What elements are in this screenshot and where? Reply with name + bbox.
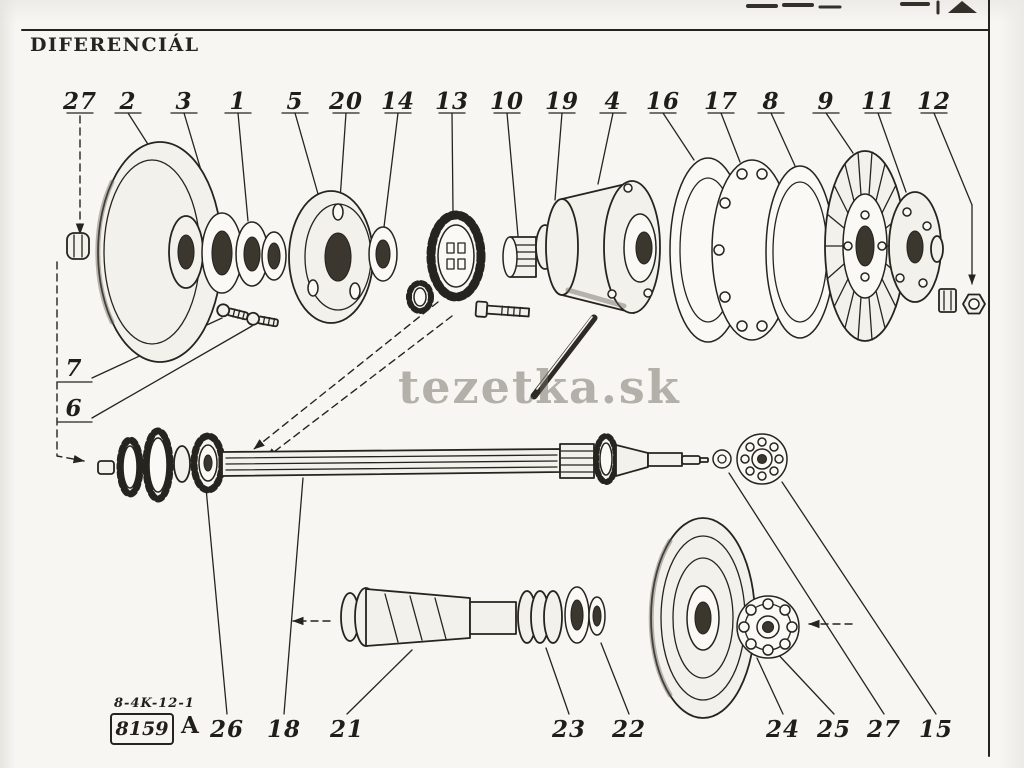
doc-series-letter: A — [181, 712, 199, 739]
callout-bottom-25: 25 — [816, 716, 852, 743]
part-ring-1 — [235, 221, 269, 287]
part-pulley-disc — [648, 517, 756, 719]
callout-top-20: 20 — [328, 88, 364, 115]
part-hex-nut — [962, 293, 986, 315]
callout-top-10: 10 — [489, 88, 525, 115]
part-bevel-gear — [824, 150, 906, 342]
part-ring-small-lower — [588, 596, 606, 636]
part-differential-housing — [535, 180, 661, 314]
part-square-nut — [938, 288, 957, 313]
page-borders — [21, 0, 990, 757]
part-splined-bushing — [502, 236, 537, 278]
part-screw-upper — [216, 303, 249, 321]
callout-top-14: 14 — [380, 88, 416, 115]
part-output-shaft — [340, 587, 563, 647]
doc-number: 8159 — [115, 718, 169, 740]
part-sprocket-fragment — [406, 280, 434, 314]
callout-top-9: 9 — [817, 88, 835, 115]
callout-top-1: 1 — [229, 88, 247, 115]
part-bolt — [474, 300, 531, 318]
callout-top-13: 13 — [434, 88, 470, 115]
part-hub-plate — [288, 190, 374, 324]
callout-top-3: 3 — [175, 88, 193, 115]
part-ring-5 — [261, 231, 287, 281]
callout-bottom-27: 27 — [866, 716, 902, 743]
callout-top-19: 19 — [544, 88, 580, 115]
callout-bottom-24: 24 — [765, 716, 801, 743]
part-input-shaft — [97, 427, 709, 503]
callout-top-12: 12 — [916, 88, 952, 115]
callout-top-16: 16 — [645, 88, 681, 115]
callout-left-7: 7 — [65, 355, 83, 382]
part-outer-race-ring — [765, 165, 835, 339]
part-brake-drum-disc — [95, 141, 223, 363]
part-bearing-ring-3 — [201, 212, 243, 294]
doc-number-box: 8159 — [110, 713, 174, 745]
part-sprocket — [426, 210, 486, 302]
part-flange-hub — [888, 191, 944, 303]
part-ring-22 — [564, 586, 590, 644]
callout-bottom-23: 23 — [551, 716, 587, 743]
callout-top-5: 5 — [286, 88, 304, 115]
callout-top-11: 11 — [860, 88, 896, 115]
corner-print-fragment — [746, 0, 977, 15]
part-snap-ring — [712, 449, 732, 469]
callout-bottom-21: 21 — [329, 716, 365, 743]
callout-top-27: 27 — [62, 88, 98, 115]
callout-top-17: 17 — [703, 88, 739, 115]
callout-bottom-22: 22 — [611, 716, 647, 743]
callout-left-6: 6 — [65, 395, 83, 422]
part-ball-bearing-mid — [736, 433, 788, 485]
leader-lines — [91, 112, 976, 715]
callout-bottom-15: 15 — [918, 716, 954, 743]
assembly-guide-arrows — [56, 115, 853, 629]
page-title: DIFERENCIÁL — [30, 34, 200, 56]
doc-code: 8-4K-12-1 — [114, 696, 195, 711]
part-screw-lower — [246, 311, 279, 328]
part-ring-14 — [368, 226, 398, 282]
part-axle-pin — [530, 314, 598, 400]
part-small-roller — [66, 232, 90, 260]
callout-bottom-26: 26 — [209, 716, 245, 743]
callout-top-2: 2 — [119, 88, 137, 115]
callout-top-8: 8 — [762, 88, 780, 115]
callout-top-4: 4 — [604, 88, 622, 115]
callout-bottom-18: 18 — [266, 716, 302, 743]
part-ball-bearing-lower — [736, 595, 800, 659]
